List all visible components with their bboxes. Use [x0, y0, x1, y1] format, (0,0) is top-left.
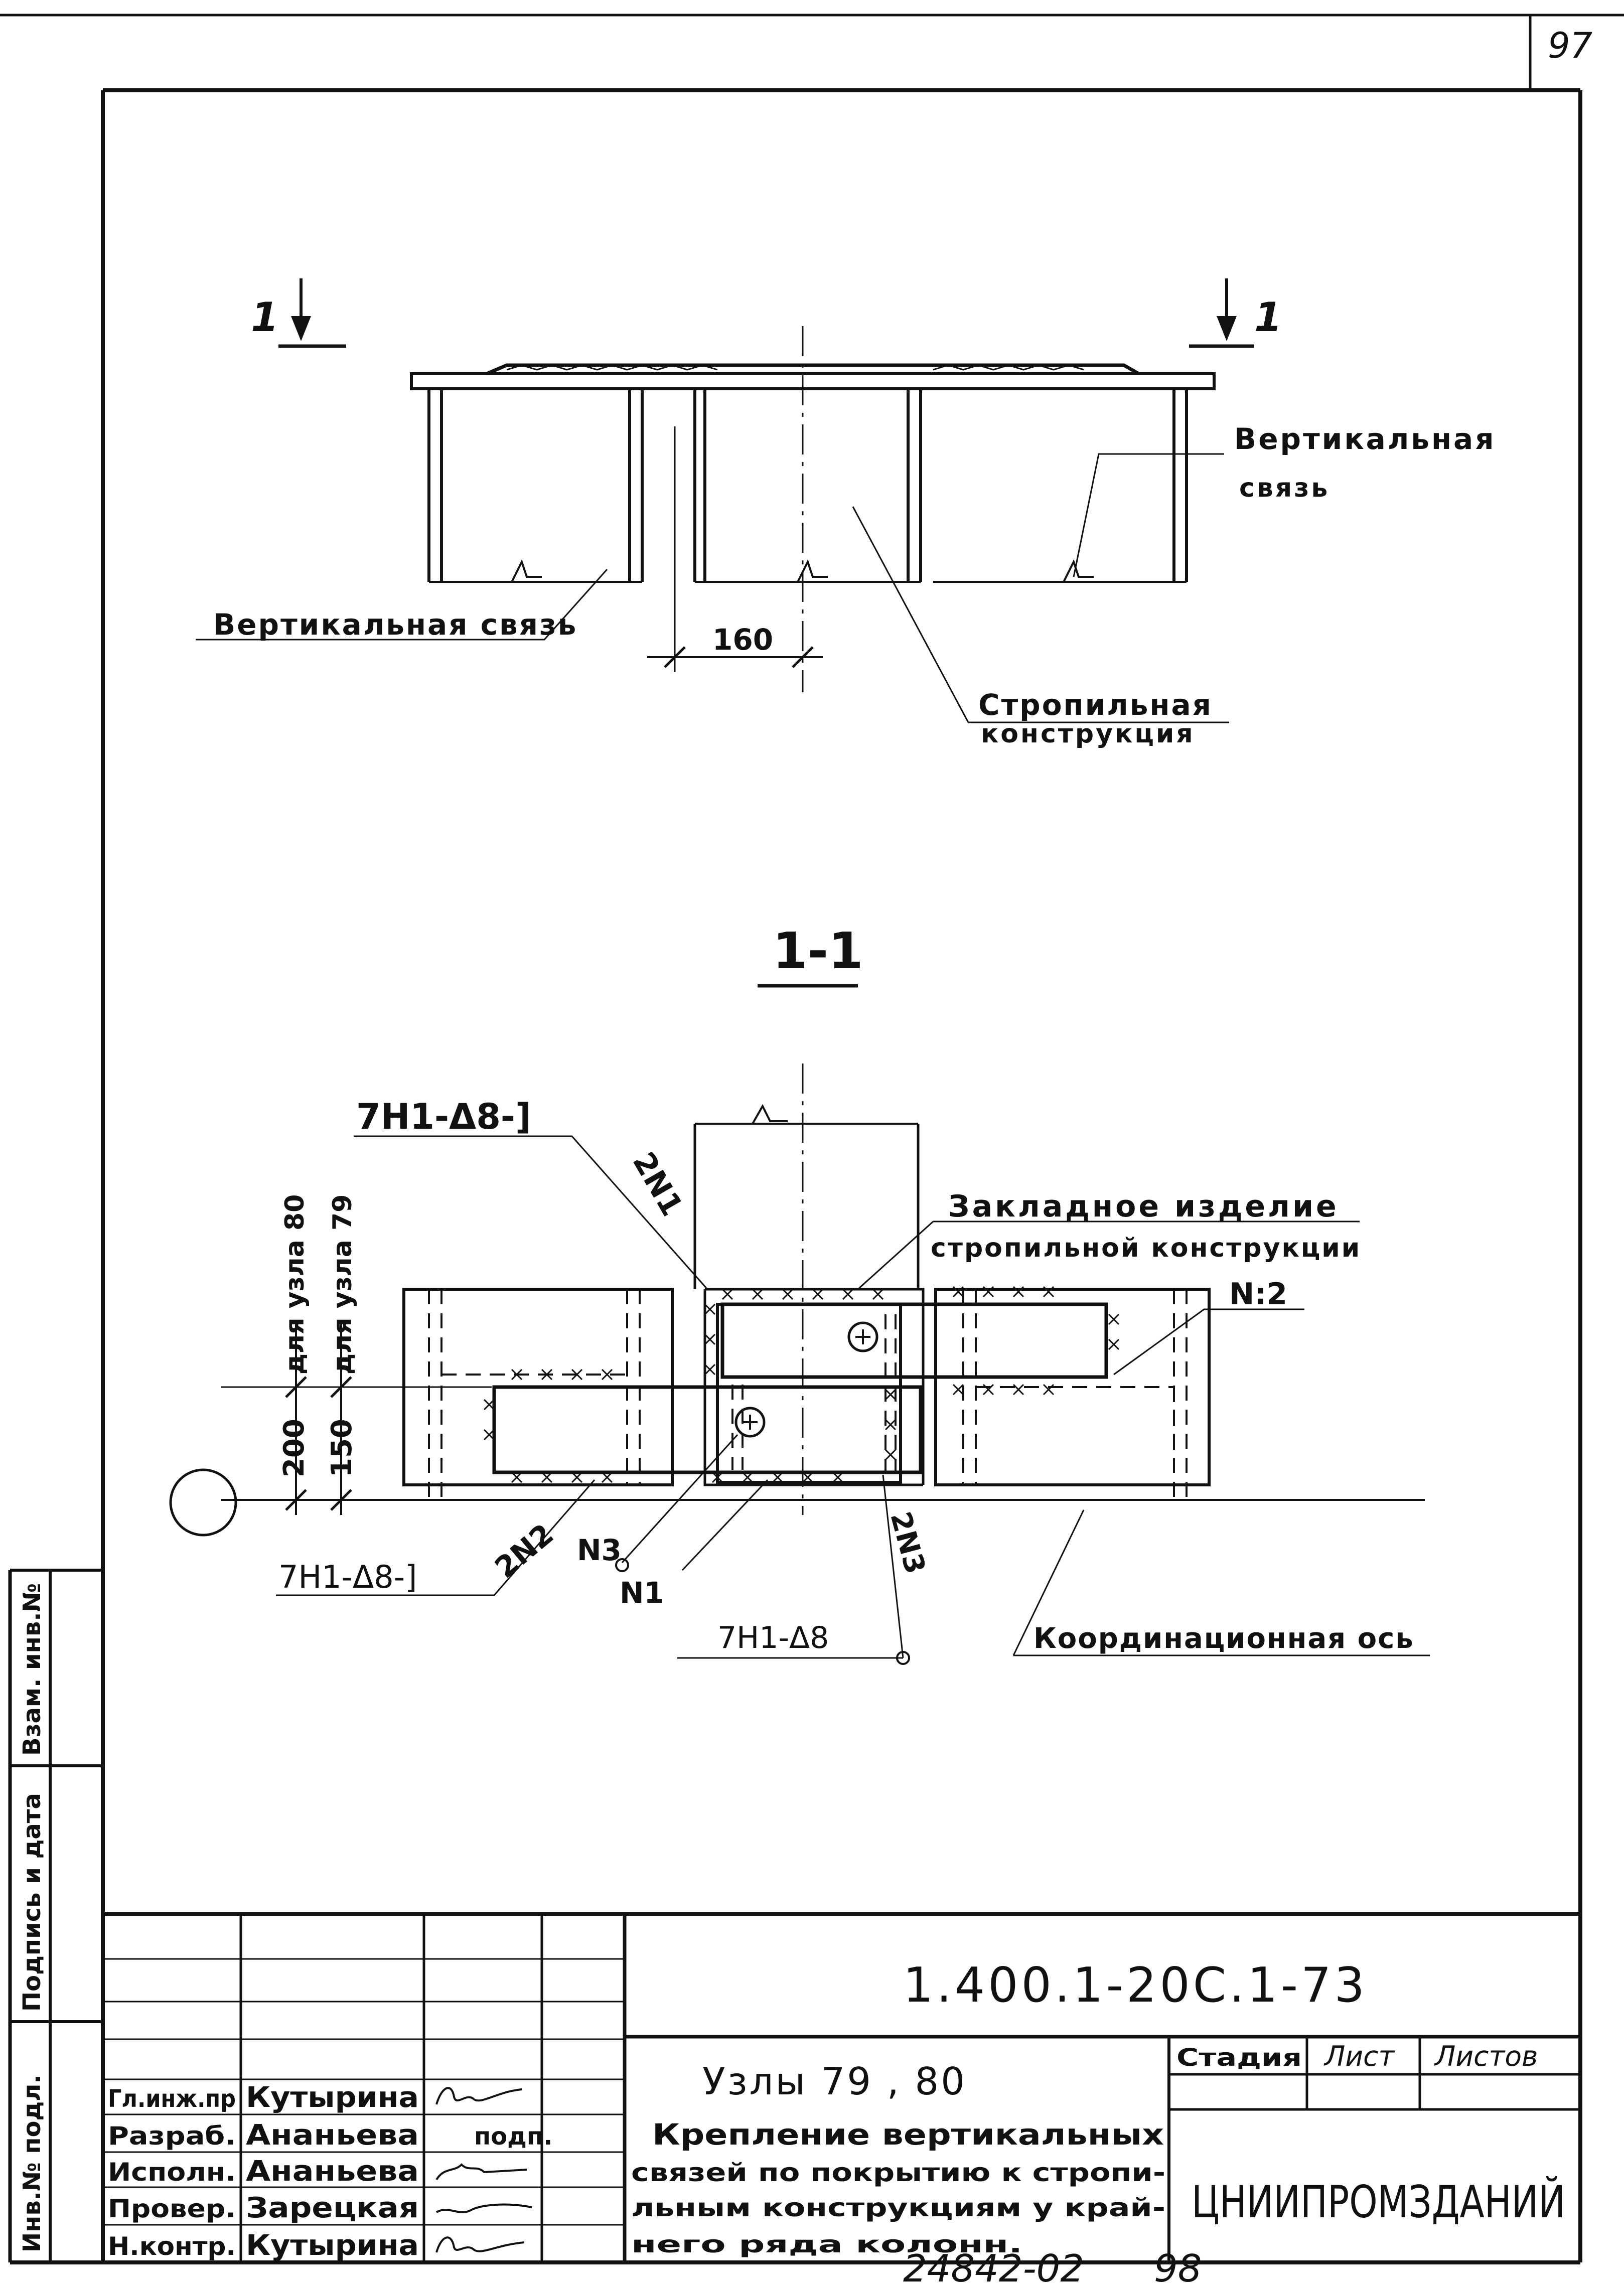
desc-line-2: связей по покрытию к стропи-	[631, 2158, 1165, 2187]
label-vertical-brace-left: Вертикальная связь	[213, 607, 577, 642]
side-stamp-signature-date: Подпись и дата	[18, 1793, 46, 2012]
name-1: Ананьева	[246, 2119, 419, 2152]
nodes-label: Узлы 79 , 80	[702, 2059, 967, 2103]
section-mark-right-label: 1	[1254, 294, 1282, 341]
desc-line-3: льным конструкциям у край-	[631, 2193, 1165, 2222]
name-2: Ананьева	[246, 2155, 419, 2188]
label-vertical-brace-right-2: связь	[1239, 473, 1330, 503]
weld-bottom: 7Н1-Δ8	[717, 1620, 829, 1655]
pos-2N2: 2N2	[488, 1517, 560, 1585]
for-node-80: для узла 80	[280, 1194, 310, 1375]
signatures	[435, 2087, 532, 2253]
title-block	[103, 1912, 1580, 2262]
plan-view	[196, 278, 1254, 723]
section-mark-left-label: 1	[251, 294, 279, 341]
section-view	[169, 1063, 1430, 1665]
dimension-160: 160	[712, 623, 773, 657]
plan-weld-strip	[486, 363, 1140, 376]
bottom-number: 98	[1154, 2246, 1202, 2283]
desc-line-4: него ряда колонн.	[631, 2231, 1022, 2258]
role-1: Разраб.	[108, 2121, 236, 2151]
embedded-label-1: Закладное изделие	[948, 1189, 1339, 1224]
name-3: Зарецкая	[246, 2192, 419, 2224]
name-4: Кутырина	[246, 2229, 419, 2262]
pos-2N3: 2N3	[883, 1508, 931, 1577]
role-3: Провер.	[108, 2194, 236, 2223]
label-vertical-brace-right-1: Вертикальная	[1234, 422, 1496, 456]
n3-label: N3	[577, 1533, 622, 1567]
dim-150: 150	[326, 1419, 358, 1477]
side-stamp-inv-podl: Инв.№ подл.	[18, 2074, 46, 2252]
sheet-header: Лист	[1323, 2040, 1395, 2072]
role-4: Н.контр.	[108, 2232, 236, 2261]
role-2: Исполн.	[108, 2158, 236, 2187]
label-rafter-2: конструкция	[981, 719, 1195, 749]
weld-bottom-left: 7Н1-Δ8-]	[278, 1559, 417, 1595]
doc-code: 1.400.1-20С.1-73	[903, 1958, 1368, 2013]
for-node-79: для узла 79	[328, 1194, 358, 1375]
stage-header: Стадия	[1176, 2044, 1302, 2072]
sheets-header: Листов	[1434, 2040, 1538, 2072]
n1-label: N1	[620, 1576, 664, 1610]
label-rafter-1: Стропильная	[978, 688, 1213, 722]
desc-line-1: Крепление вертикальных	[652, 2117, 1164, 2152]
organization: ЦНИИПРОМЗДАНИЙ	[1192, 2176, 1565, 2228]
dim-200: 200	[278, 1419, 311, 1477]
side-stamp	[8, 1569, 103, 2262]
plan-top-plate	[410, 372, 1216, 390]
section-title: 1-1	[773, 922, 863, 980]
sheet-frame	[0, 14, 1624, 2264]
embedded-label-2: стропильной конструкции	[931, 1233, 1361, 1263]
pos-2N1: 2N1	[626, 1146, 689, 1222]
name-0: Кутырина	[246, 2081, 419, 2114]
sign-podp: подп.	[474, 2122, 552, 2151]
coord-axis-label: Координационная ось	[1034, 1622, 1414, 1655]
weld-top-left: 7Н1-Δ8-]	[356, 1096, 531, 1137]
corner-number: 97	[1548, 25, 1592, 66]
n2-label: N:2	[1229, 1277, 1287, 1312]
bottom-code: 24842-02	[903, 2246, 1084, 2283]
side-stamp-vzam-inv: Взам. инв.№	[18, 1583, 46, 1756]
role-0: Гл.инж.пр	[108, 2085, 236, 2113]
